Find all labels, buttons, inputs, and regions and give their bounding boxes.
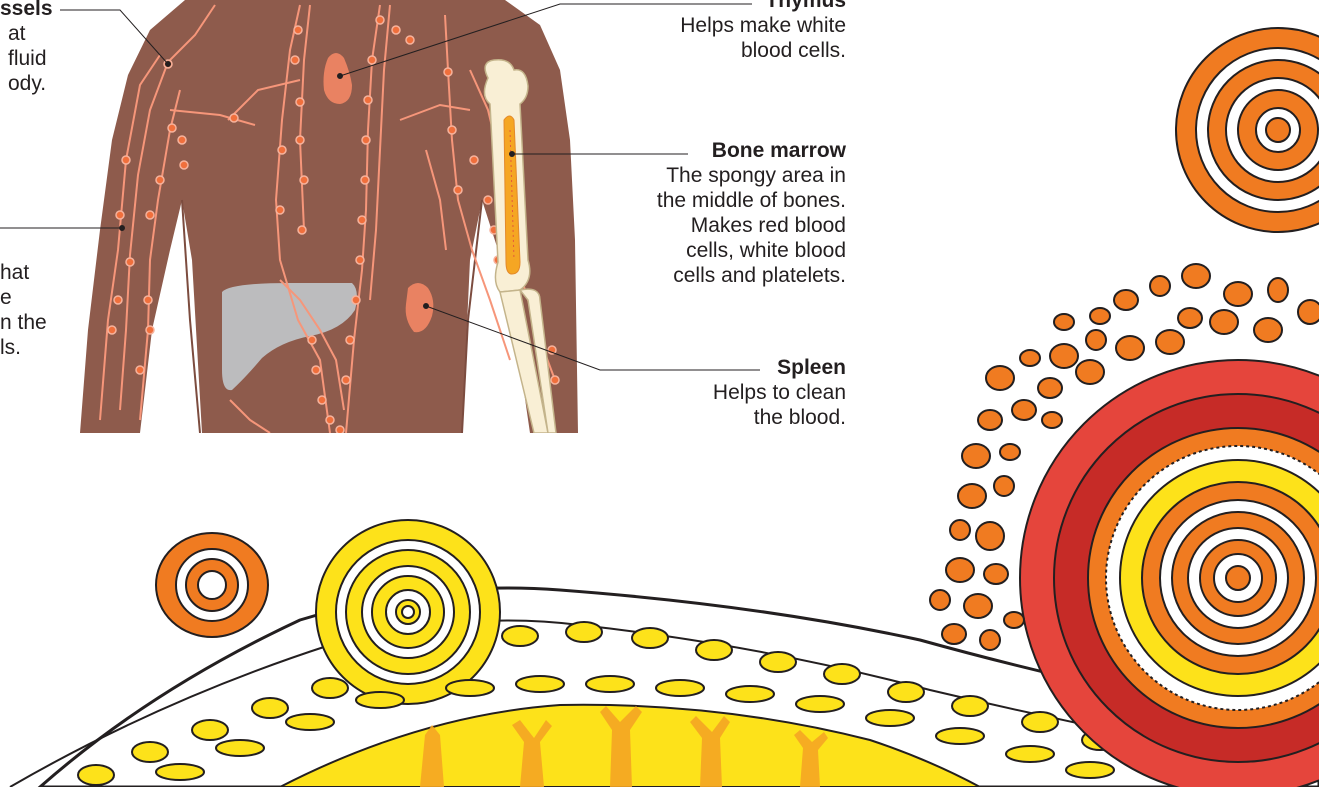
lymph-vessels-text: at fluid ody. — [0, 21, 80, 96]
lymph-vessels-label: ssels at fluid ody. — [0, 0, 80, 96]
bone-marrow-text: The spongy area in the middle of bones. … — [560, 163, 846, 288]
lymph-nodes-text: hat e n the ls. — [0, 260, 80, 360]
bone-marrow-label: Bone marrow The spongy area in the middl… — [560, 138, 846, 288]
thymus-title: Thymus — [560, 0, 846, 13]
yellow-circle-motif — [316, 520, 500, 704]
spleen-label: Spleen Helps to clean the blood. — [560, 355, 846, 430]
left-circle-motif — [156, 533, 268, 637]
spleen-text: Helps to clean the blood. — [560, 380, 846, 430]
spleen-title: Spleen — [560, 355, 846, 380]
top-right-circle-motif — [1176, 28, 1319, 232]
thymus-label: Thymus Helps make white blood cells. — [560, 0, 846, 63]
lymph-vessels-title: ssels — [0, 0, 80, 21]
lymph-nodes-label: hat e n the ls. — [0, 260, 80, 360]
thymus-text: Helps make white blood cells. — [560, 13, 846, 63]
bone-marrow-title: Bone marrow — [560, 138, 846, 163]
